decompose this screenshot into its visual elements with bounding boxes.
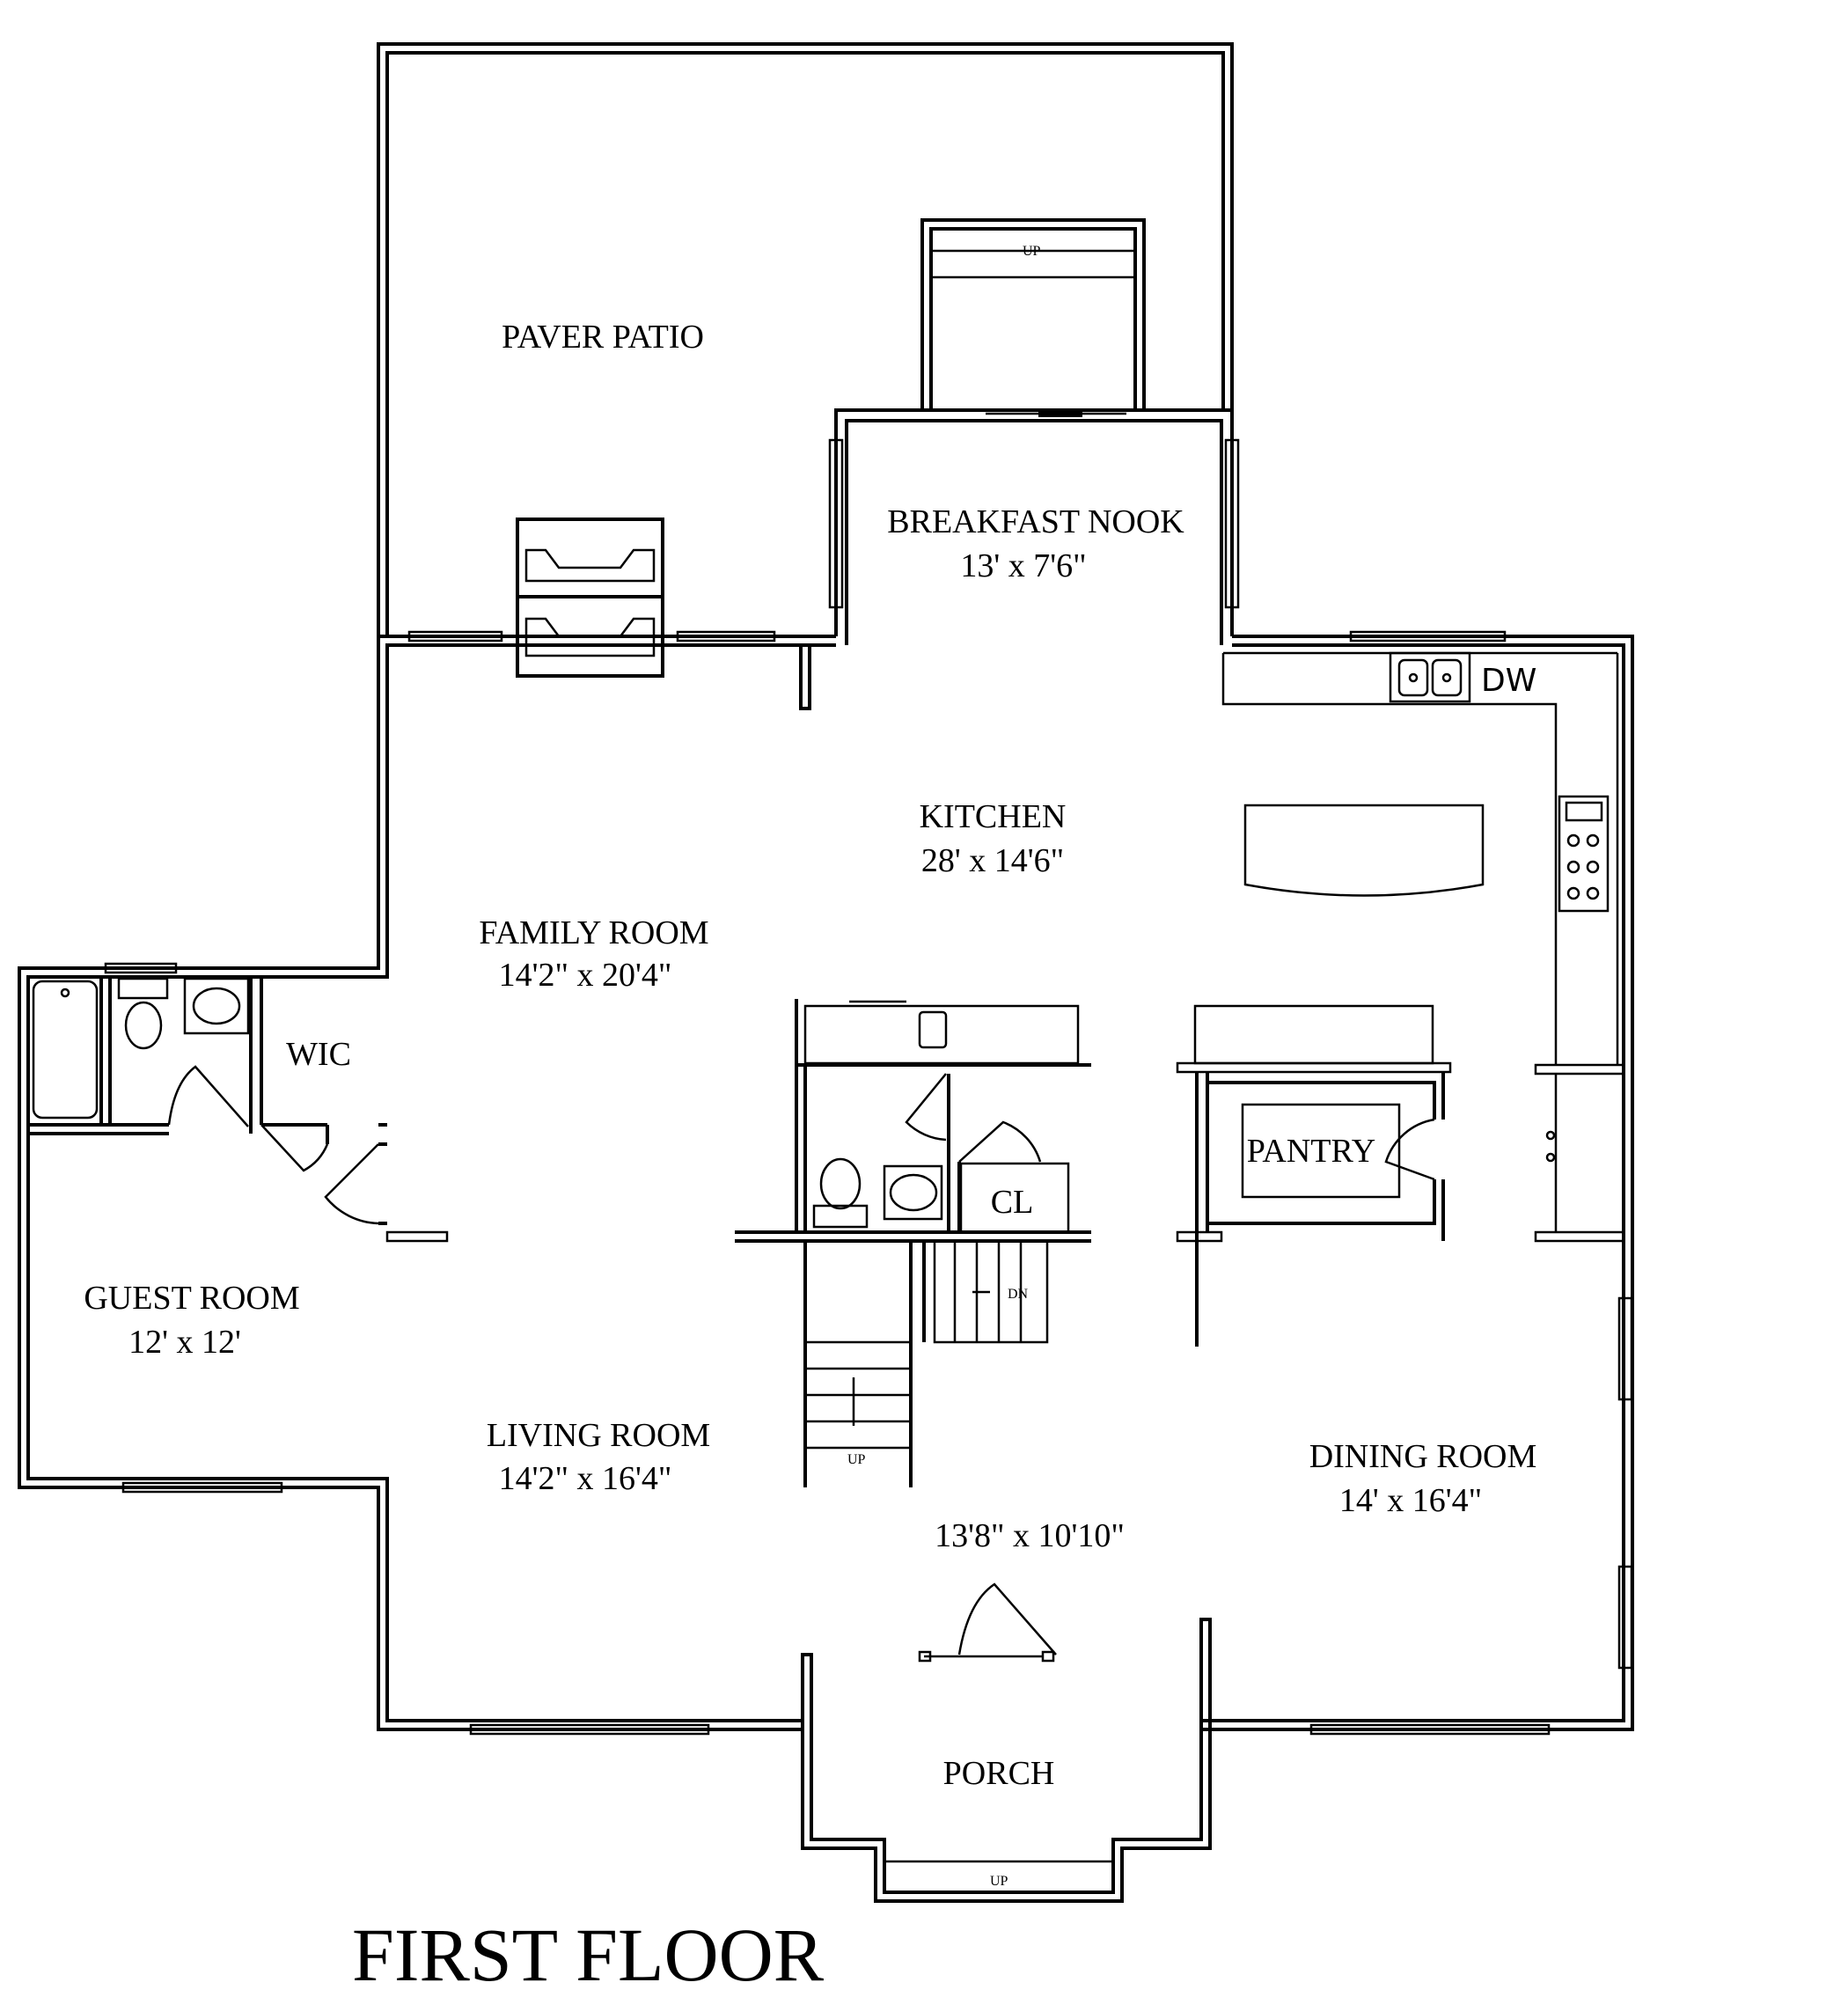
guest-room-label: GUEST ROOM [84, 1280, 299, 1317]
guest-room-size: 12' x 12' [128, 1324, 241, 1361]
breakfast-nook-size: 13' x 7'6" [960, 547, 1086, 584]
kitchen-size: 28' x 14'6" [921, 842, 1064, 879]
patio-steps: UP [920, 218, 1146, 412]
partition-stubs [385, 1230, 1223, 1243]
dining-room-size: 14' x 16'4" [1339, 1482, 1482, 1519]
family-room-label: FAMILY ROOM [479, 914, 708, 951]
pantry-walls: PANTRY [1176, 1004, 1452, 1347]
basement-stairs-label: DN [1008, 1287, 1029, 1302]
kitchen-island [1243, 804, 1485, 897]
dining-room-label: DINING ROOM [1309, 1438, 1537, 1475]
windows [104, 630, 1633, 1736]
pantry-label: PANTRY [1247, 1133, 1375, 1170]
patio-steps-label: UP [1023, 244, 1041, 259]
foyer-size: 13'8" x 10'10" [935, 1517, 1125, 1554]
kitchen-label: KITCHEN [920, 798, 1067, 835]
fireplace [516, 518, 664, 678]
wic-label: WIC [286, 1036, 351, 1073]
kitchen-counters [1221, 651, 1625, 1243]
dishwasher-label: DW [1481, 663, 1536, 699]
floor-title: FIRST FLOOR [352, 1913, 825, 1997]
paver-patio-label: PAVER PATIO [502, 319, 704, 356]
breakfast-nook-walls [828, 408, 1240, 645]
main-house-walls [18, 635, 1634, 1731]
breakfast-nook-label: BREAKFAST NOOK [887, 503, 1184, 540]
living-room-size: 14'2" x 16'4" [499, 1460, 672, 1497]
room-labels: PAVER PATIO BREAKFAST NOOK 13' x 7'6" KI… [84, 319, 1536, 1792]
porch-steps-label: UP [990, 1874, 1008, 1889]
front-entry [801, 1582, 1212, 1729]
porch-outline: UP [801, 1663, 1212, 1903]
central-core: CL DN UP [735, 999, 1091, 1487]
family-room-size: 14'2" x 20'4" [499, 957, 672, 994]
closet-label: CL [991, 1184, 1034, 1221]
living-room-label: LIVING ROOM [487, 1417, 710, 1454]
main-stairs-label: UP [847, 1452, 866, 1467]
porch-label: PORCH [943, 1755, 1055, 1792]
paver-patio-outline [377, 42, 1234, 638]
guest-suite-walls: WIC [28, 977, 387, 1225]
